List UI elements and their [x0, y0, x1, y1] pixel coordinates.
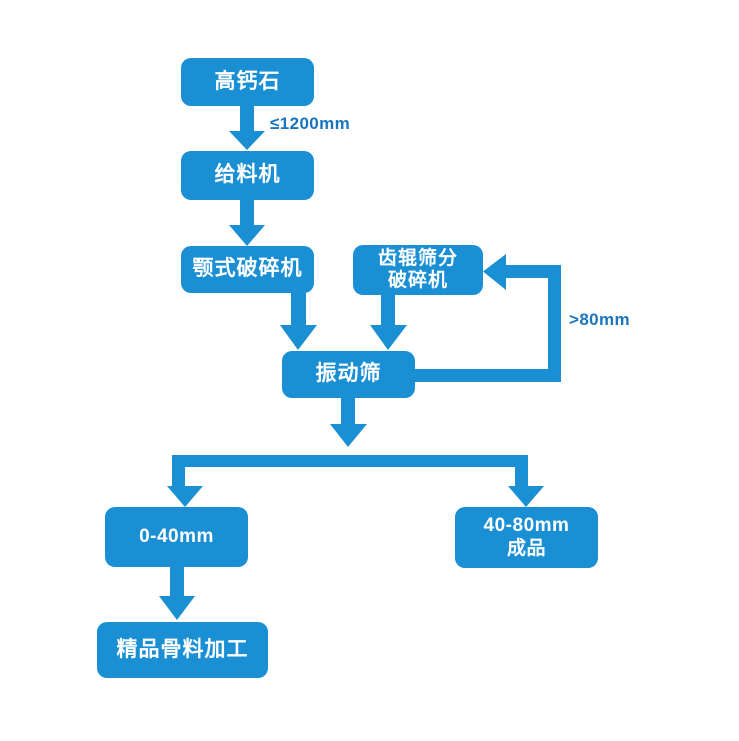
- split-bar: [167, 455, 544, 507]
- node-product-0-40-label: 0-40mm: [139, 525, 214, 547]
- edge-label-size-input: ≤1200mm: [270, 114, 351, 133]
- arrow-0-40-to-aggregate: [159, 567, 195, 620]
- node-feeder-label: 给料机: [214, 163, 281, 187]
- node-product-40-80-label: 40-80mm 成品: [483, 515, 570, 559]
- node-vibrating-screen[interactable]: 振动筛: [282, 351, 415, 398]
- arrow-raw-to-feeder: [229, 105, 265, 150]
- arrow-screen-recirculation: [414, 254, 561, 382]
- node-vibrating-screen-label: 振动筛: [315, 362, 382, 386]
- edge-label-size-oversize: >80mm: [569, 310, 631, 329]
- node-roller-crusher-label: 齿辊筛分 破碎机: [377, 247, 458, 291]
- node-jaw-crusher[interactable]: 颚式破碎机: [181, 246, 314, 293]
- node-product-40-80[interactable]: 40-80mm 成品: [455, 507, 598, 568]
- node-aggregate-processing[interactable]: 精品骨料加工: [97, 622, 268, 678]
- node-raw-material-label: 高钙石: [214, 69, 281, 93]
- node-raw-material[interactable]: 高钙石: [181, 58, 314, 106]
- node-roller-crusher[interactable]: 齿辊筛分 破碎机: [353, 245, 483, 295]
- arrow-feeder-to-jaw: [229, 200, 265, 246]
- node-jaw-crusher-label: 颚式破碎机: [192, 257, 303, 281]
- node-product-0-40[interactable]: 0-40mm: [105, 507, 248, 567]
- node-aggregate-processing-label: 精品骨料加工: [116, 637, 249, 661]
- node-feeder[interactable]: 给料机: [181, 151, 314, 200]
- arrow-roller-to-screen: [370, 295, 407, 350]
- arrow-screen-to-split: [330, 398, 367, 447]
- arrow-jaw-to-screen: [280, 293, 317, 350]
